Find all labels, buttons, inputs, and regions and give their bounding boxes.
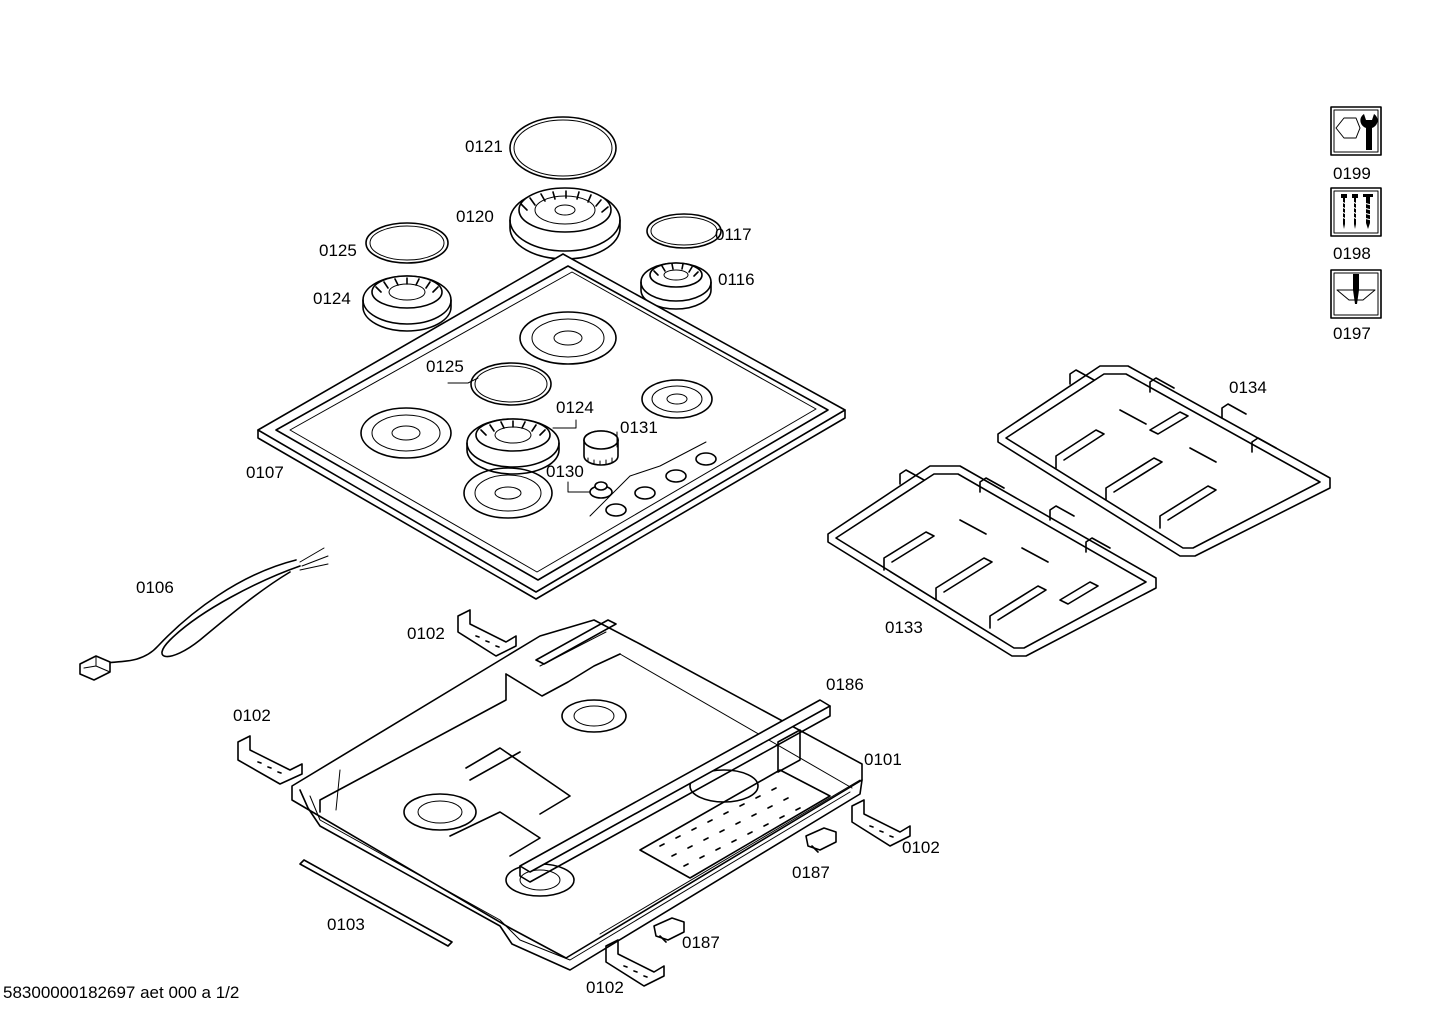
part-label-0186: 0186 xyxy=(826,675,864,694)
part-label-0102-bottom: 0102 xyxy=(586,978,624,997)
part-label-0107: 0107 xyxy=(246,463,284,482)
part-label-0131: 0131 xyxy=(620,418,658,437)
left-burner-ring xyxy=(362,275,452,332)
fixing-bracket-right xyxy=(851,799,911,847)
part-label-0121: 0121 xyxy=(465,137,503,156)
part-label-0124-mid: 0124 xyxy=(556,398,594,417)
mid-burner-cap xyxy=(470,362,552,406)
pan-support-grid-left xyxy=(827,465,1157,657)
screws-tool-label: 0198 xyxy=(1333,244,1371,263)
pan-support-grid-right xyxy=(997,365,1331,557)
screwdriver-tool-label: 0197 xyxy=(1333,324,1371,343)
part-label-0133: 0133 xyxy=(885,618,923,637)
knob-spindle xyxy=(589,481,613,499)
part-label-0120: 0120 xyxy=(456,207,494,226)
part-label-0117: 0117 xyxy=(715,225,752,244)
large-burner-cap xyxy=(509,116,617,180)
part-label-0187-right: 0187 xyxy=(792,863,830,882)
leader-0124b xyxy=(552,419,577,429)
wrench-tool-icon xyxy=(1330,106,1382,156)
part-label-0130: 0130 xyxy=(546,462,584,481)
left-burner-cap xyxy=(365,222,449,264)
power-cable xyxy=(79,547,329,681)
drawing-code: 58300000182697 aet 000 a 1/2 xyxy=(3,983,239,1002)
part-label-0134: 0134 xyxy=(1229,378,1267,397)
fixing-bracket-bottom xyxy=(605,939,665,987)
part-label-0102-top: 0102 xyxy=(407,624,445,643)
clip-b xyxy=(653,917,685,943)
fixing-bracket-left xyxy=(237,735,303,785)
part-label-0125-top: 0125 xyxy=(319,241,357,260)
screwdriver-tool-icon xyxy=(1330,269,1382,319)
screws-tool-icon xyxy=(1330,187,1382,237)
fixing-bracket-top xyxy=(457,609,517,657)
cross-bar xyxy=(519,699,831,883)
small-burner-cap xyxy=(646,213,722,249)
part-label-0103: 0103 xyxy=(327,915,365,934)
hob-top-plate xyxy=(257,253,846,600)
bottom-tray xyxy=(291,619,863,971)
large-burner-ring xyxy=(509,187,621,260)
small-burner-ring xyxy=(640,262,712,310)
part-label-0124-top: 0124 xyxy=(313,289,351,308)
part-label-0106: 0106 xyxy=(136,578,174,597)
wrench-tool-label: 0199 xyxy=(1333,164,1371,183)
part-label-0102-right: 0102 xyxy=(902,838,940,857)
part-label-0187-bottom: 0187 xyxy=(682,933,720,952)
leader-0125b xyxy=(447,377,479,384)
part-label-0102-left: 0102 xyxy=(233,706,271,725)
part-label-0125-mid: 0125 xyxy=(426,357,464,376)
part-label-0101: 0101 xyxy=(864,750,902,769)
control-knob xyxy=(583,430,619,466)
clip-a xyxy=(805,827,837,853)
mid-burner-ring xyxy=(466,418,560,475)
seal-strip xyxy=(299,859,453,947)
part-label-0116: 0116 xyxy=(718,270,755,289)
leader-0130 xyxy=(567,481,591,493)
